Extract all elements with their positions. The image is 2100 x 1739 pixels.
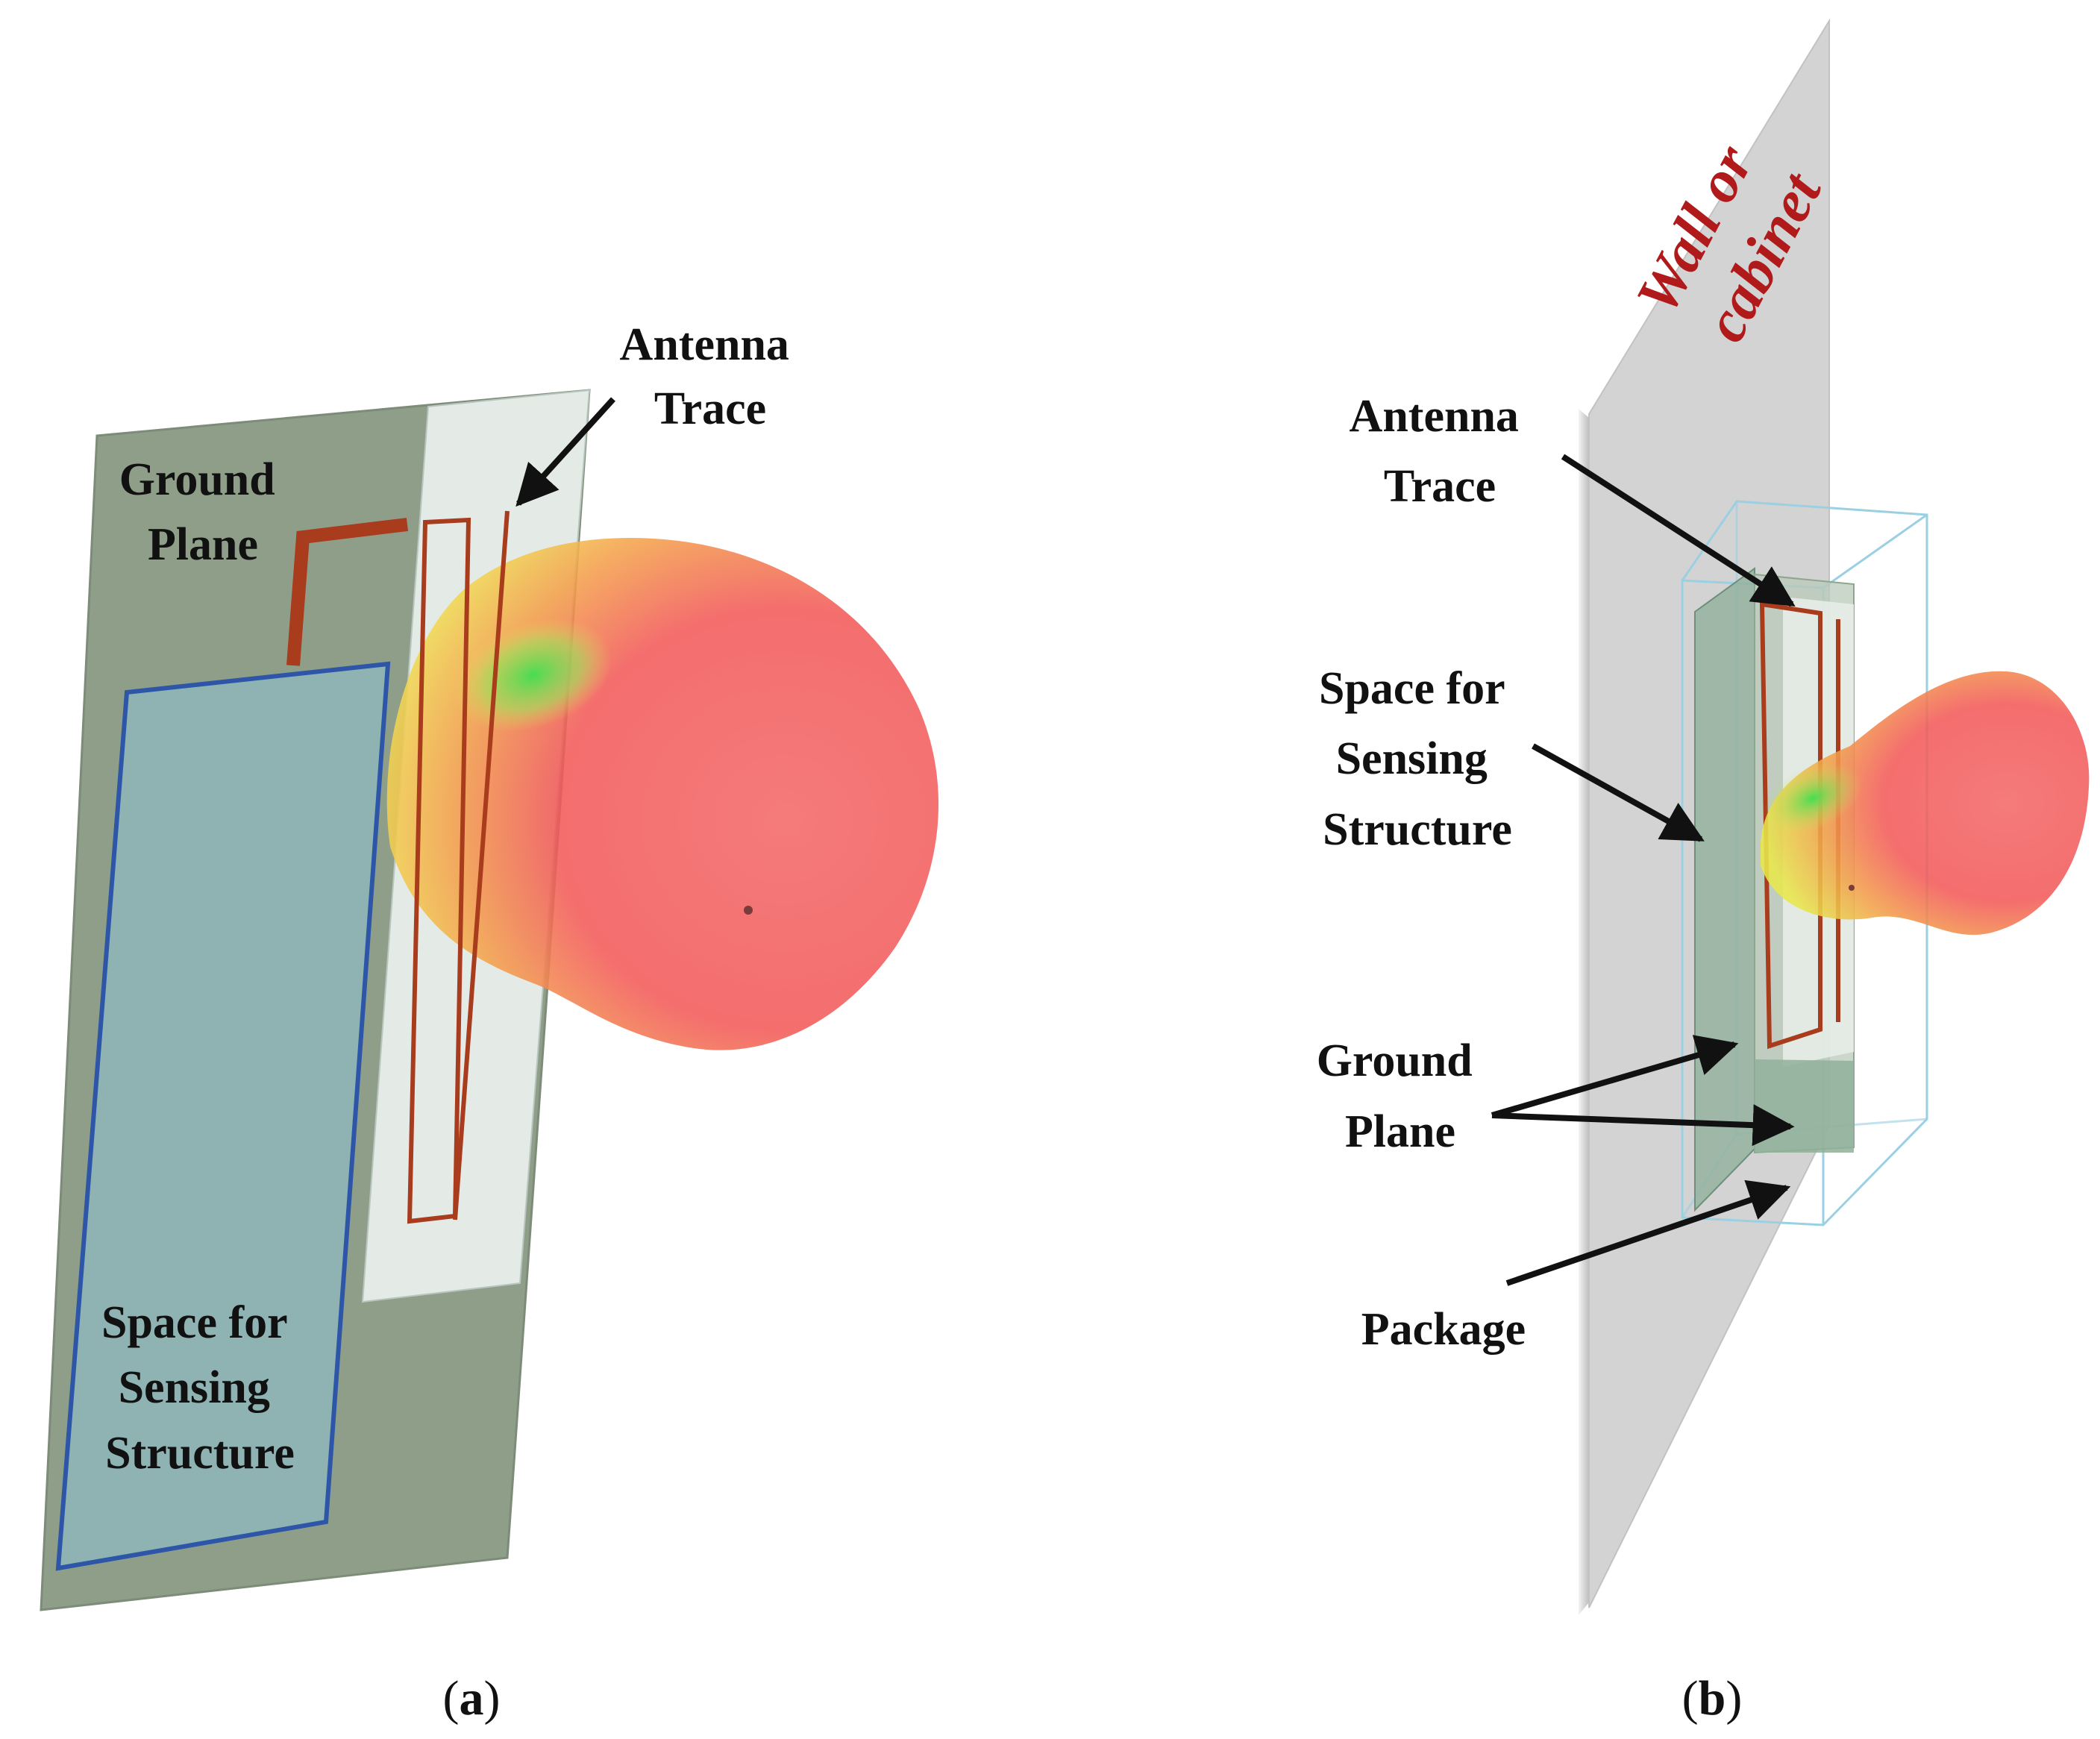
label-ground-plane-b: Ground Plane [1317, 1035, 1485, 1157]
lobe-low-gain-region-b [1764, 762, 1862, 835]
arrow-package-b [1505, 1179, 1791, 1286]
ground-plane-vertical-b [1694, 567, 1755, 1212]
label-package-b: Package [1361, 1304, 1526, 1355]
label-sensing-space-b: Space for Sensing Structure [1319, 663, 1516, 855]
lobe-center-dot-b [1849, 885, 1855, 891]
sensing-area-a [55, 661, 391, 1571]
lobe-center-dot-a [744, 906, 753, 915]
arrow-ground-plane-b-2 [1491, 1104, 1795, 1147]
caption-b: (b) [1682, 1671, 1743, 1726]
radiation-lobe-b [1761, 671, 2090, 936]
arrow-sensing-space-b [1532, 743, 1705, 842]
caption-a: (a) [443, 1671, 501, 1726]
antenna-trace-line-a [453, 510, 510, 1221]
arrow-antenna-trace-b [1561, 454, 1796, 607]
label-antenna-trace-b: Antenna Trace [1350, 391, 1531, 512]
arrow-antenna-trace-a [515, 397, 615, 507]
label-sensing-space-a: Space for Sensing Structure [101, 1297, 298, 1479]
wall-edge-b [1579, 409, 1589, 1615]
antenna-trace-loop-b [1759, 601, 1822, 1050]
panel-b: Wall or cabinet Antenna Trace [1317, 18, 2090, 1726]
arrow-ground-plane-b-1 [1491, 1035, 1739, 1118]
label-ground-plane-a: Ground Plane [119, 454, 287, 570]
label-antenna-trace-a: Antenna Trace [620, 319, 801, 434]
ground-plane-bottom-b [1755, 1059, 1854, 1153]
feed-trace-a [286, 518, 409, 666]
panel-a: Antenna Trace Ground Plane Space for Sen… [40, 319, 939, 1726]
